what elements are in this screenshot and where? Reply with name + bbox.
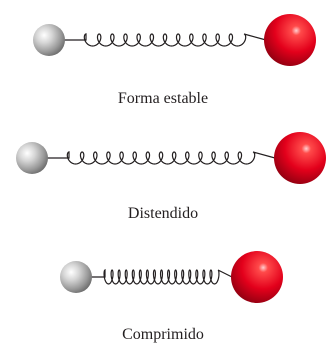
spring-compressed — [91, 268, 233, 285]
compressed-model — [60, 251, 283, 303]
small-gray-sphere-stable — [33, 24, 65, 56]
spring-stretched — [47, 151, 276, 165]
spring-stable — [64, 33, 267, 47]
small-gray-sphere-stretched — [16, 142, 48, 174]
stable-model — [33, 14, 316, 66]
large-red-sphere-stable — [264, 14, 316, 66]
caption-compressed: Comprimido — [122, 326, 204, 343]
caption-stretched: Distendido — [127, 205, 199, 222]
caption-stable: Forma estable — [117, 90, 209, 107]
large-red-sphere-stretched — [274, 132, 326, 184]
small-gray-sphere-compressed — [60, 261, 92, 293]
stretched-model — [16, 132, 326, 184]
large-red-sphere-compressed — [231, 251, 283, 303]
